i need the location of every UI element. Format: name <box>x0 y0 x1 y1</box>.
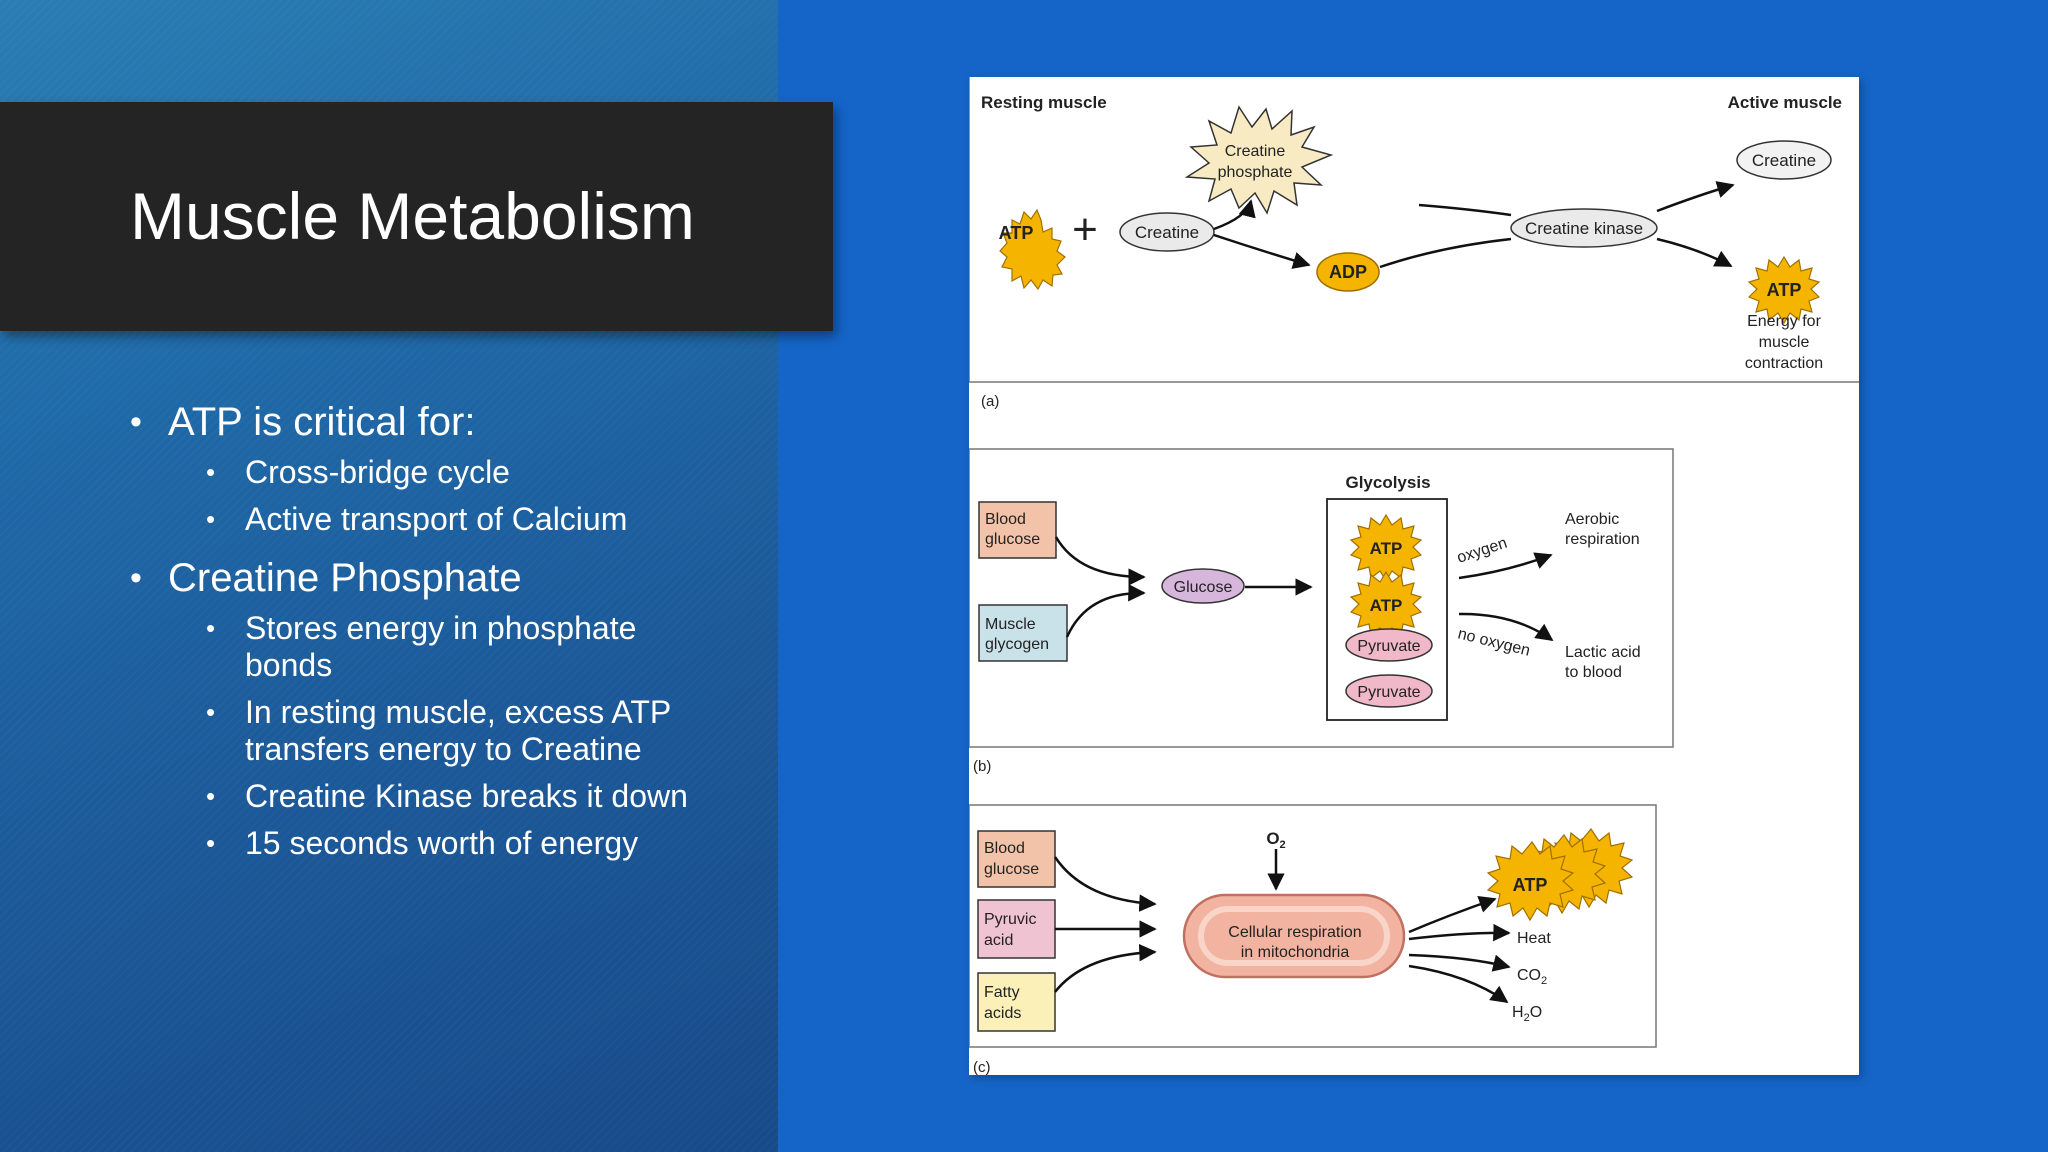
blood-glucose-b-2: glucose <box>985 531 1040 548</box>
cellular-respiration-1: Cellular respiration <box>1228 924 1361 941</box>
fatty-acids-1: Fatty <box>984 984 1020 1001</box>
glycolysis-title: Glycolysis <box>1345 473 1430 492</box>
heat-text: Heat <box>1517 930 1551 947</box>
glucose-ellipse <box>1161 568 1245 604</box>
slide-title: Muscle Metabolism <box>130 179 695 253</box>
sub-bullet-stores-energy: Stores energy in phosphate bonds <box>130 610 730 684</box>
fatty-acids-box <box>977 972 1056 1032</box>
creatine-kinase-ellipse <box>1510 208 1658 248</box>
panel-c-label: (c) <box>973 1059 991 1075</box>
creatine-out-ellipse <box>1736 140 1832 180</box>
cellular-respiration-2: in mitochondria <box>1241 944 1350 961</box>
muscle-glycogen-2: glycogen <box>985 636 1049 653</box>
aerobic-text-2: respiration <box>1565 531 1640 548</box>
pyruvate-1-text: Pyruvate <box>1357 638 1420 655</box>
creatine-out-text: Creatine <box>1752 151 1816 170</box>
pyruvate-ellipse-2 <box>1345 674 1433 708</box>
pyruvic-acid-2: acid <box>984 932 1013 949</box>
sub-bullet-resting-muscle: In resting muscle, excess ATP transfers … <box>130 694 730 768</box>
creatine-phosphate-text-2: phosphate <box>1218 164 1293 181</box>
metabolism-figure: Resting muscle Active muscle ATP + Creat… <box>969 77 1859 1075</box>
panel-a-label: (a) <box>981 393 999 410</box>
h2o-text: H2O <box>1512 1004 1542 1024</box>
energy-text-2: muscle <box>1759 334 1810 351</box>
oxygen-text: oxygen <box>1455 535 1509 567</box>
bullet-atp-critical: ATP is critical for: <box>130 398 730 446</box>
pyruvic-acid-box <box>977 899 1056 959</box>
atp-cluster: ATP <box>1486 827 1634 922</box>
title-bar <box>0 102 833 331</box>
blood-glucose-b-1: Blood <box>985 511 1026 528</box>
panel-c-arrows <box>1053 849 1511 1004</box>
no-oxygen-text: no oxygen <box>1456 625 1532 659</box>
atp-left-text: ATP <box>999 223 1034 243</box>
panel-b: Glycolysis Blood glucose Muscle glycogen… <box>969 448 1674 775</box>
blood-glucose-c-1: Blood <box>984 840 1025 857</box>
aerobic-text-1: Aerobic <box>1565 511 1619 528</box>
adp-text: ADP <box>1329 262 1367 282</box>
o2-text: O2 <box>1266 829 1285 851</box>
plus-sign: + <box>1072 205 1098 254</box>
active-muscle-label: Active muscle <box>1728 93 1842 112</box>
blood-glucose-box-b <box>978 501 1057 559</box>
pyruvic-acid-1: Pyruvic <box>984 911 1036 928</box>
resting-muscle-label: Resting muscle <box>981 93 1107 112</box>
panel-b-label: (b) <box>973 758 991 775</box>
creatine-text: Creatine <box>1135 223 1199 242</box>
blood-glucose-box-c <box>977 830 1056 888</box>
adp-ellipse <box>1316 252 1380 292</box>
panel-c: Blood glucose Pyruvic acid Fatty acids O… <box>969 804 1657 1075</box>
muscle-glycogen-box <box>978 604 1068 662</box>
panel-b-arrows <box>1054 536 1554 642</box>
pyruvate-2-text: Pyruvate <box>1357 684 1420 701</box>
sub-bullet-cross-bridge: Cross-bridge cycle <box>130 454 730 491</box>
creatine-ellipse <box>1119 212 1215 252</box>
energy-text-1: Energy for <box>1747 313 1821 330</box>
bullet-list: ATP is critical for: Cross-bridge cycle … <box>130 398 730 872</box>
panel-a-arrows <box>1213 181 1735 269</box>
fatty-acids-2: acids <box>984 1005 1021 1022</box>
lactic-text-2: to blood <box>1565 664 1622 681</box>
atp-burst-left <box>999 208 1066 291</box>
lactic-text-1: Lactic acid <box>1565 644 1641 661</box>
pyruvate-ellipse-1 <box>1345 628 1433 662</box>
atp-b2-text: ATP <box>1370 596 1403 615</box>
atp-c-text: ATP <box>1513 875 1548 895</box>
muscle-glycogen-1: Muscle <box>985 616 1036 633</box>
creatine-phosphate-burst <box>1184 105 1334 215</box>
blood-glucose-c-2: glucose <box>984 861 1039 878</box>
atp-burst-right <box>1747 255 1821 325</box>
sub-bullet-calcium: Active transport of Calcium <box>130 501 730 538</box>
energy-text-3: contraction <box>1745 355 1823 372</box>
sub-bullet-creatine-kinase: Creatine Kinase breaks it down <box>130 778 730 815</box>
mitochondria-shape <box>1182 893 1406 979</box>
sub-bullet-15-seconds: 15 seconds worth of energy <box>130 825 730 862</box>
panel-a: Resting muscle Active muscle ATP + Creat… <box>969 77 1859 410</box>
co2-text: CO2 <box>1517 967 1547 987</box>
creatine-kinase-text: Creatine kinase <box>1525 219 1643 238</box>
bullet-creatine-phosphate: Creatine Phosphate <box>130 554 730 602</box>
atp-right-text: ATP <box>1767 280 1802 300</box>
atp-b1-text: ATP <box>1370 539 1403 558</box>
glucose-text: Glucose <box>1174 579 1233 596</box>
creatine-phosphate-text-1: Creatine <box>1225 143 1286 160</box>
metabolism-diagram: Resting muscle Active muscle ATP + Creat… <box>969 77 1859 1075</box>
